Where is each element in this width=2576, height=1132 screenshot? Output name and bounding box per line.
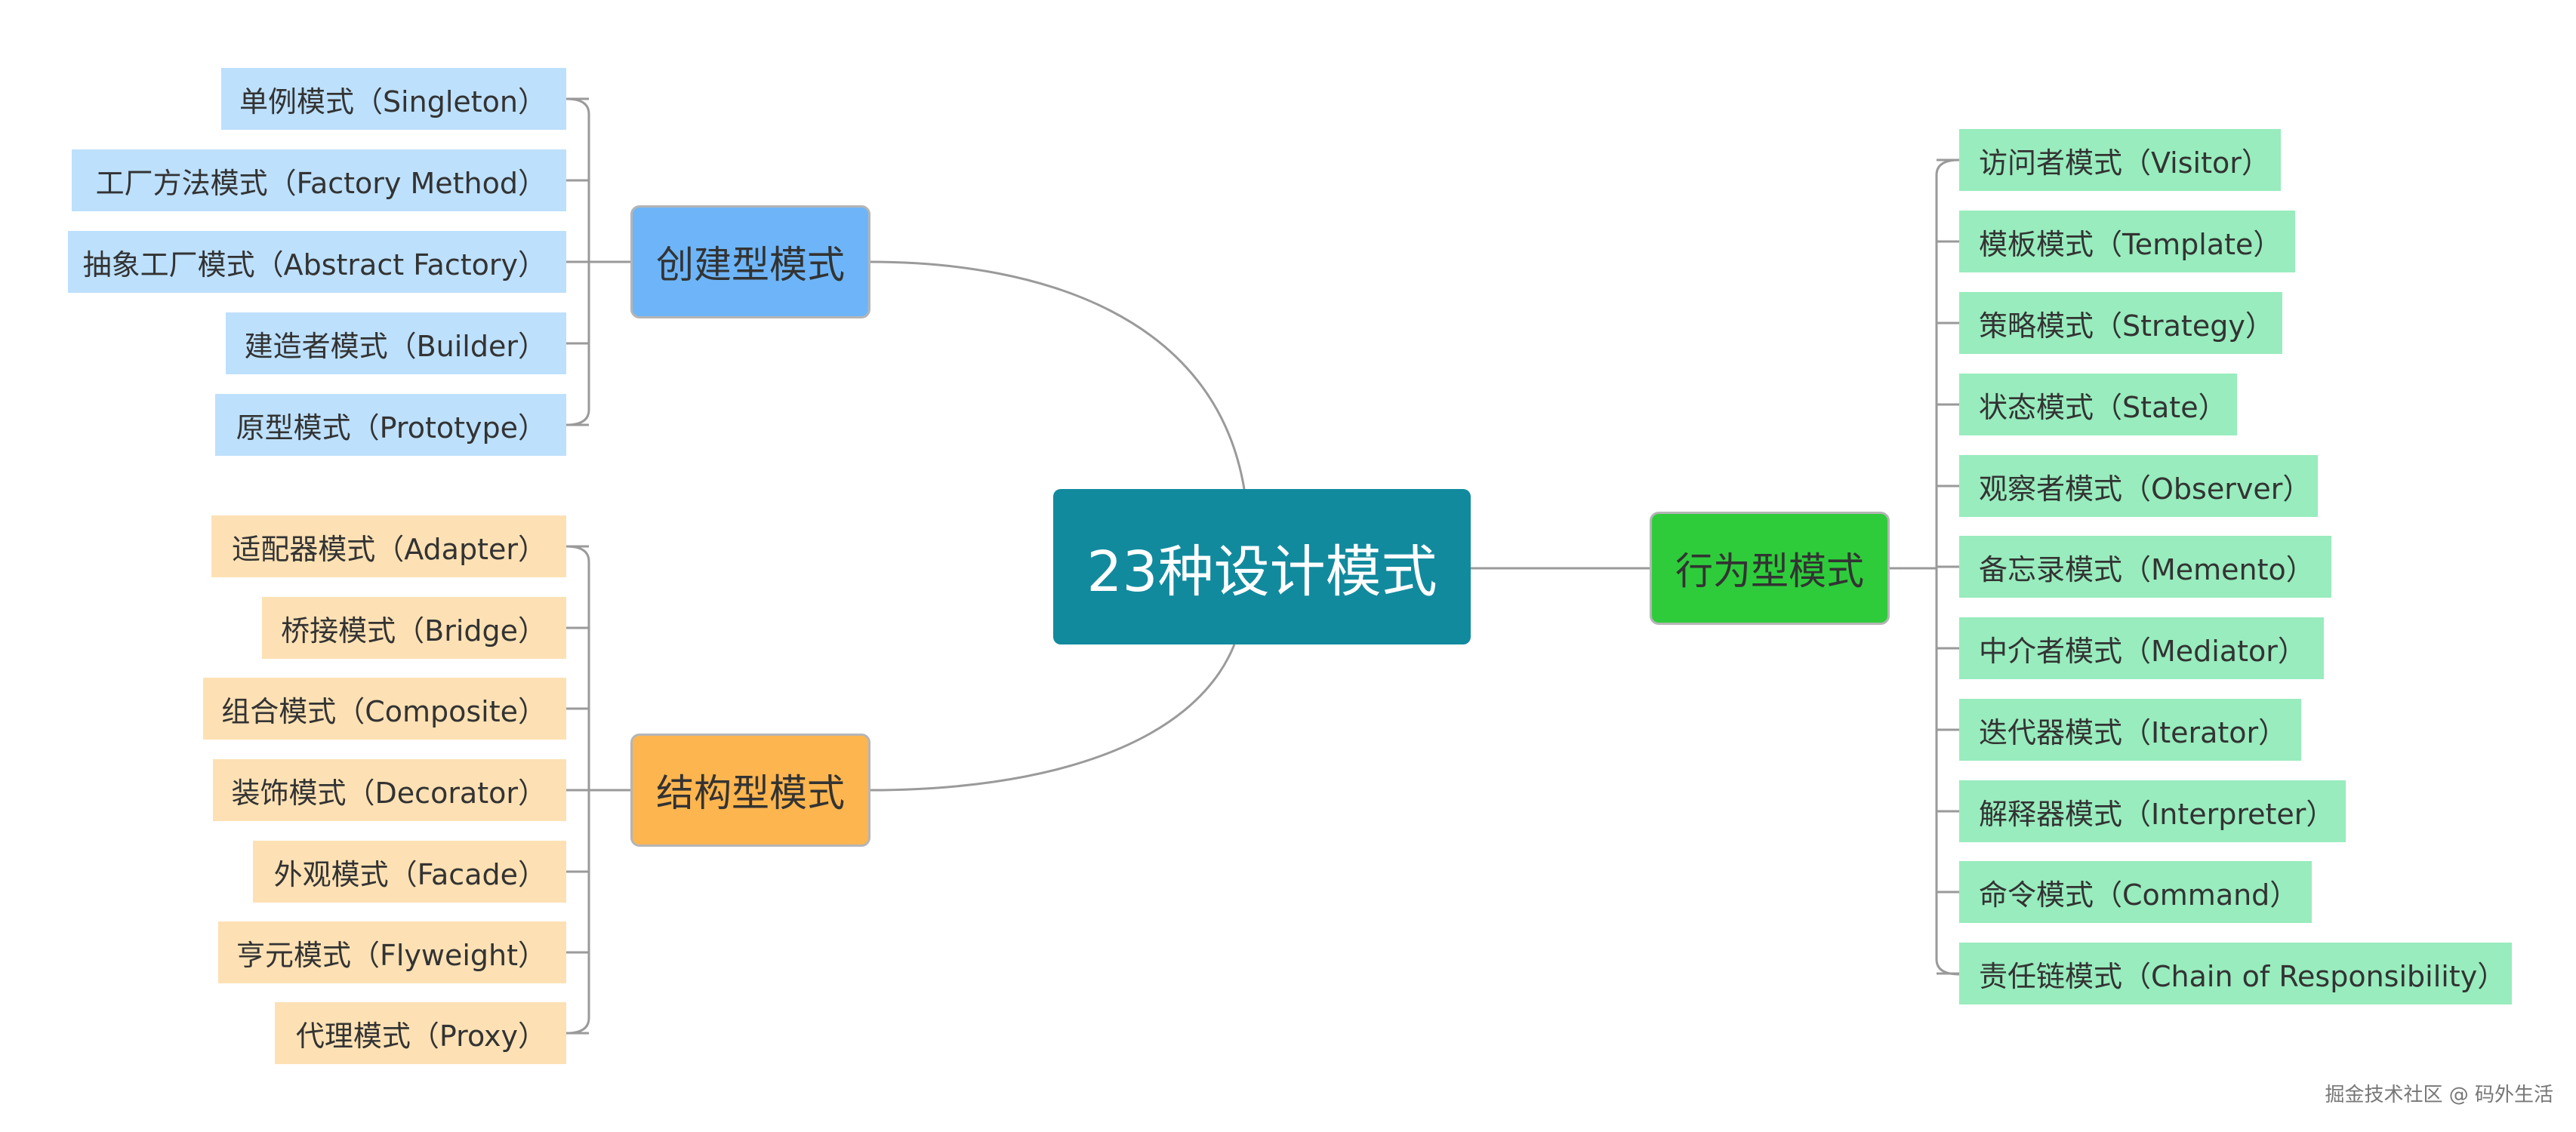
leaf-factory-method[interactable]: 工厂方法模式（Factory Method） (72, 149, 566, 211)
branch-creational-patterns[interactable]: 创建型模式 (630, 205, 870, 318)
leaf-prototype[interactable]: 原型模式（Prototype） (215, 394, 566, 456)
leaf-interpreter[interactable]: 解释器模式（Interpreter） (1959, 780, 2346, 842)
leaf-chain-of-responsibility[interactable]: 责任链模式（Chain of Responsibility） (1959, 943, 2512, 1004)
leaf-builder[interactable]: 建造者模式（Builder） (226, 312, 566, 374)
leaf-template[interactable]: 模板模式（Template） (1959, 211, 2295, 272)
leaf-proxy[interactable]: 代理模式（Proxy） (275, 1002, 566, 1064)
leaf-abstract-factory[interactable]: 抽象工厂模式（Abstract Factory） (68, 231, 566, 293)
leaf-observer[interactable]: 观察者模式（Observer） (1959, 455, 2318, 517)
leaf-strategy[interactable]: 策略模式（Strategy） (1959, 292, 2282, 354)
leaf-visitor[interactable]: 访问者模式（Visitor） (1959, 129, 2281, 191)
leaf-composite[interactable]: 组合模式（Composite） (203, 678, 566, 740)
watermark-footer: 掘金技术社区 @ 码外生活 (2325, 1084, 2553, 1106)
leaf-decorator[interactable]: 装饰模式（Decorator） (213, 759, 566, 821)
branch-behavioral-patterns[interactable]: 行为型模式 (1650, 512, 1890, 625)
root-node-23-design-patterns[interactable]: 23种设计模式 (1053, 489, 1471, 644)
leaf-adapter[interactable]: 适配器模式（Adapter） (211, 515, 566, 577)
link-root-creational (870, 260, 1246, 490)
leaf-state[interactable]: 状态模式（State） (1959, 374, 2237, 435)
leaf-command[interactable]: 命令模式（Command） (1959, 861, 2312, 923)
leaf-facade[interactable]: 外观模式（Facade） (253, 841, 566, 903)
leaf-connector-ticks (566, 97, 1959, 1035)
leaf-iterator[interactable]: 迭代器模式（Iterator） (1959, 699, 2301, 761)
branch-structural-patterns[interactable]: 结构型模式 (630, 734, 870, 847)
leaf-mediator[interactable]: 中介者模式（Mediator） (1959, 617, 2324, 679)
leaf-flyweight[interactable]: 亨元模式（Flyweight） (218, 921, 566, 983)
link-root-structural (870, 644, 1236, 792)
leaf-singleton[interactable]: 单例模式（Singleton） (221, 68, 566, 130)
leaf-memento[interactable]: 备忘录模式（Memento） (1959, 536, 2331, 598)
leaf-bridge[interactable]: 桥接模式（Bridge） (262, 597, 566, 659)
